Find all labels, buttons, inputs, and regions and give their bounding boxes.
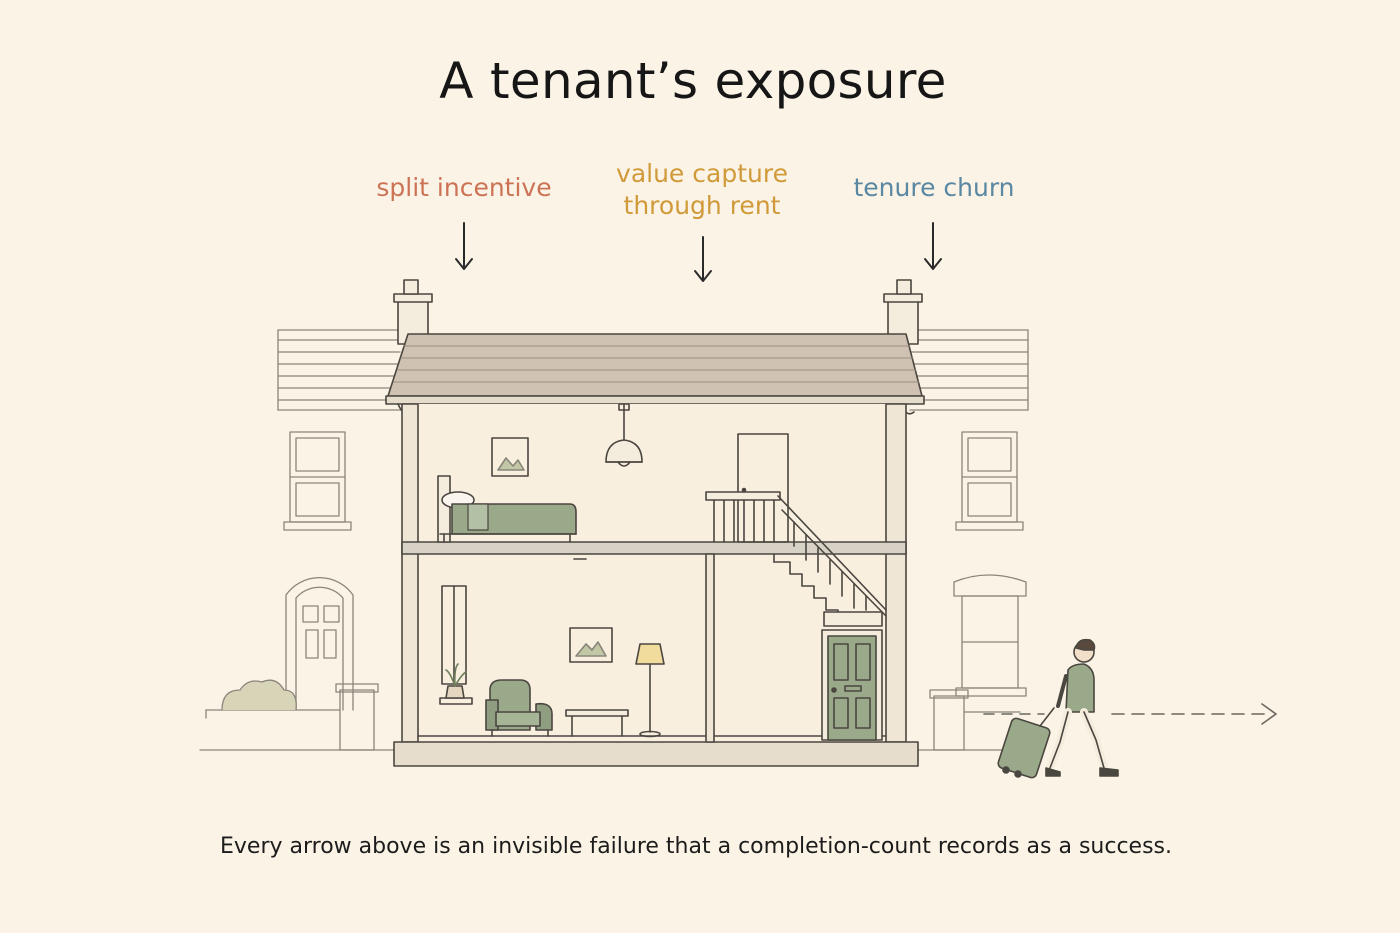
page-title: A tenant’s exposure bbox=[439, 52, 947, 110]
front-door bbox=[821, 611, 883, 741]
dashed-right-arrow-icon bbox=[983, 703, 1277, 725]
down-arrow-icon bbox=[694, 236, 712, 282]
label-tenure-churn: tenure churn bbox=[853, 173, 1015, 202]
label-value-capture-line-2: through rent bbox=[623, 191, 781, 220]
down-arrow-icon bbox=[924, 222, 942, 270]
label-value-capture: value capture through rent bbox=[582, 158, 822, 222]
ceiling-lamp-icon bbox=[605, 403, 643, 467]
neighbour-house-right bbox=[904, 329, 1031, 751]
neighbour-house-left bbox=[199, 329, 401, 751]
caption: Every arrow above is an invisible failur… bbox=[219, 834, 1173, 859]
down-arrow-icon bbox=[455, 222, 473, 270]
living-room bbox=[439, 585, 665, 738]
person-with-suitcase-icon bbox=[997, 638, 1119, 779]
bedroom bbox=[437, 437, 577, 543]
house-shell bbox=[393, 403, 919, 767]
staircase bbox=[705, 491, 887, 623]
label-value-capture-line-1: value capture bbox=[616, 159, 788, 188]
label-split-incentive: split incentive bbox=[376, 173, 552, 202]
roof bbox=[385, 333, 925, 415]
